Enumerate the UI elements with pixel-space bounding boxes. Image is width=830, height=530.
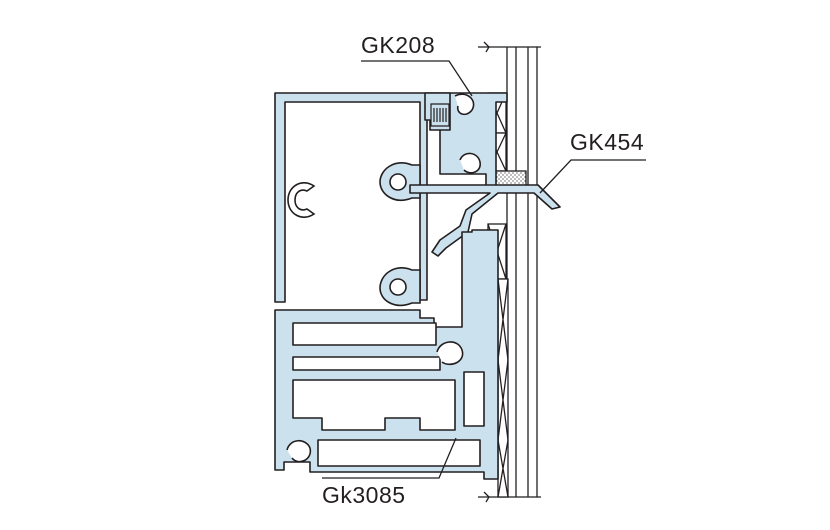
callout-gk3085: Gk3085 xyxy=(322,482,406,508)
callout-gk208: GK208 xyxy=(361,32,436,58)
callout-gk454: GK454 xyxy=(570,129,645,155)
gk208-c-slot xyxy=(287,182,316,218)
gk3085-screw-ports xyxy=(286,341,464,463)
gk208-clip-detail xyxy=(430,103,450,127)
leader-lines xyxy=(322,60,646,479)
gk3085-mullion xyxy=(274,229,499,480)
gk454-bracket xyxy=(409,184,561,257)
